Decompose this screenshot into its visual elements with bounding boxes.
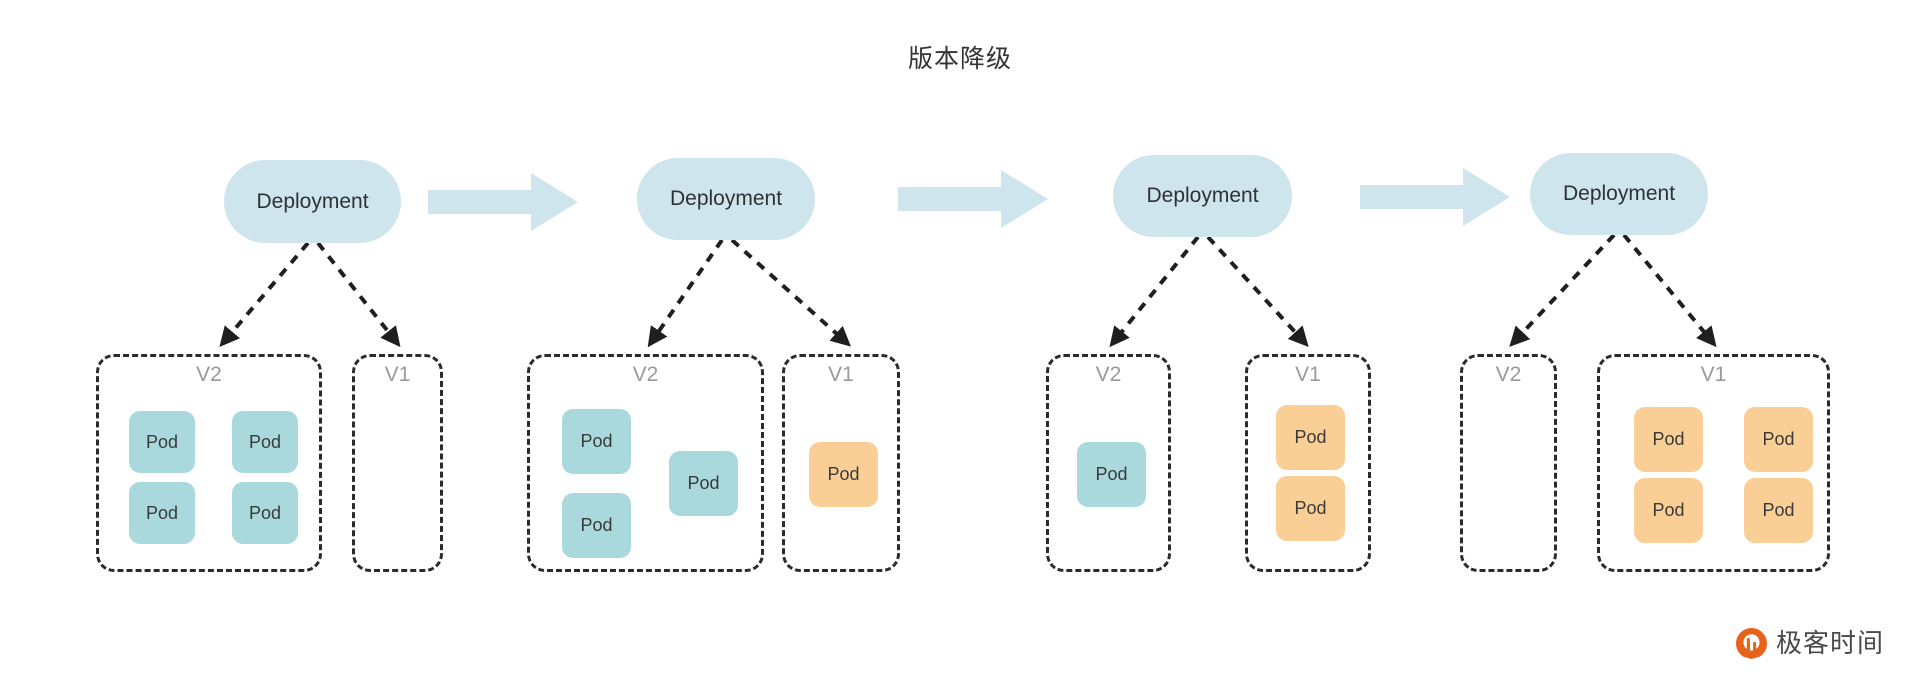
page-title: 版本降级 bbox=[907, 45, 1012, 73]
transition-arrow-2 bbox=[898, 170, 1048, 228]
version-box-v1-stage-2[interactable]: V1 Pod bbox=[782, 354, 900, 572]
pod[interactable]: Pod bbox=[129, 482, 195, 544]
pod[interactable]: Pod bbox=[1634, 407, 1703, 472]
pod[interactable]: Pod bbox=[1077, 442, 1146, 507]
pod[interactable]: Pod bbox=[809, 442, 878, 507]
pod[interactable]: Pod bbox=[562, 409, 631, 474]
pod[interactable]: Pod bbox=[562, 493, 631, 558]
version-label-v2-stage-2: V2 bbox=[632, 363, 659, 386]
version-label-v2-stage-1: V2 bbox=[196, 363, 222, 386]
pod[interactable]: Pod bbox=[1276, 476, 1345, 541]
pod[interactable]: Pod bbox=[129, 411, 195, 473]
transition-arrow-1 bbox=[428, 173, 578, 231]
version-label-v1-stage-2: V1 bbox=[828, 363, 854, 386]
deployment-pill-stage-2[interactable]: Deployment bbox=[637, 158, 815, 240]
version-label-v2-stage-3: V2 bbox=[1095, 363, 1122, 386]
pod[interactable]: Pod bbox=[1744, 478, 1813, 543]
geektime-logo-icon bbox=[1735, 628, 1767, 659]
brand-watermark: 极客时间 bbox=[1735, 628, 1884, 659]
pod[interactable]: Pod bbox=[1744, 407, 1813, 472]
stage-2-connectors bbox=[647, 238, 851, 348]
version-box-v2-stage-2[interactable]: V2 Pod Pod Pod bbox=[527, 354, 764, 572]
version-label-v2-stage-4: V2 bbox=[1495, 363, 1522, 386]
pod[interactable]: Pod bbox=[1276, 405, 1345, 470]
version-box-v1-stage-1[interactable]: V1 bbox=[352, 354, 443, 572]
version-label-v1-stage-3: V1 bbox=[1295, 363, 1321, 386]
stage-1-connectors bbox=[219, 241, 401, 348]
pod[interactable]: Pod bbox=[232, 482, 298, 544]
pod[interactable]: Pod bbox=[232, 411, 298, 473]
deployment-pill-stage-4[interactable]: Deployment bbox=[1530, 153, 1708, 235]
version-box-v1-stage-4[interactable]: V1 Pod Pod Pod Pod bbox=[1597, 354, 1830, 572]
pod[interactable]: Pod bbox=[669, 451, 738, 516]
version-box-v2-stage-1[interactable]: V2 Pod Pod Pod Pod bbox=[96, 354, 322, 572]
brand-name: 极客时间 bbox=[1775, 628, 1884, 658]
version-label-v1-stage-1: V1 bbox=[384, 363, 411, 386]
version-box-v2-stage-4[interactable]: V2 bbox=[1460, 354, 1557, 572]
version-box-v2-stage-3[interactable]: V2 Pod bbox=[1046, 354, 1171, 572]
version-label-v1-stage-4: V1 bbox=[1700, 363, 1727, 386]
pod[interactable]: Pod bbox=[1634, 478, 1703, 543]
stage-4-connectors bbox=[1509, 233, 1717, 348]
transition-arrow-3 bbox=[1360, 168, 1510, 226]
version-box-v1-stage-3[interactable]: V1 Pod Pod bbox=[1245, 354, 1371, 572]
deployment-pill-stage-1[interactable]: Deployment bbox=[224, 160, 401, 243]
deployment-pill-stage-3[interactable]: Deployment bbox=[1113, 155, 1292, 237]
stage-3-connectors bbox=[1109, 235, 1309, 348]
